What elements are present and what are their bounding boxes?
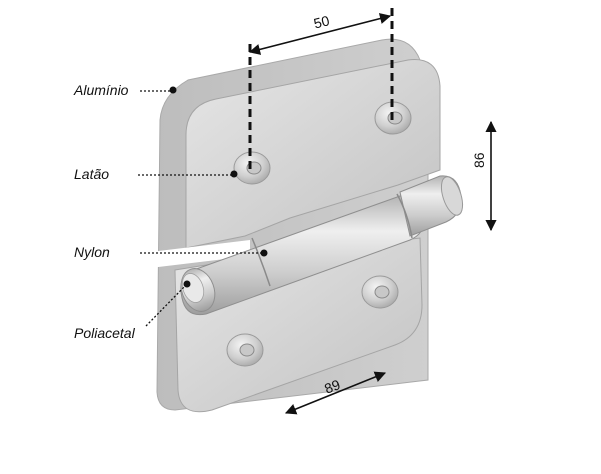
dim-bottom-arrow xyxy=(284,371,387,415)
label-nylon: Nylon xyxy=(74,244,110,260)
label-latao: Latão xyxy=(74,166,110,182)
dim-right-value: 86 xyxy=(471,152,487,168)
label-aluminio: Alumínio xyxy=(74,82,129,98)
leaf-gap xyxy=(150,240,250,268)
hinge-barrel xyxy=(180,175,464,316)
leader-nylon xyxy=(140,249,268,257)
label-poliacetal: Poliacetal xyxy=(74,325,135,341)
screw-bottom-right xyxy=(361,275,399,309)
dim-top-arrow xyxy=(248,13,392,55)
screw-bottom-left xyxy=(226,333,264,367)
screw-top-left xyxy=(233,151,271,185)
upper-front-plate xyxy=(185,59,441,249)
leader-latao xyxy=(138,170,238,178)
leader-aluminio xyxy=(140,86,177,94)
leader-poliacetal xyxy=(145,280,191,327)
